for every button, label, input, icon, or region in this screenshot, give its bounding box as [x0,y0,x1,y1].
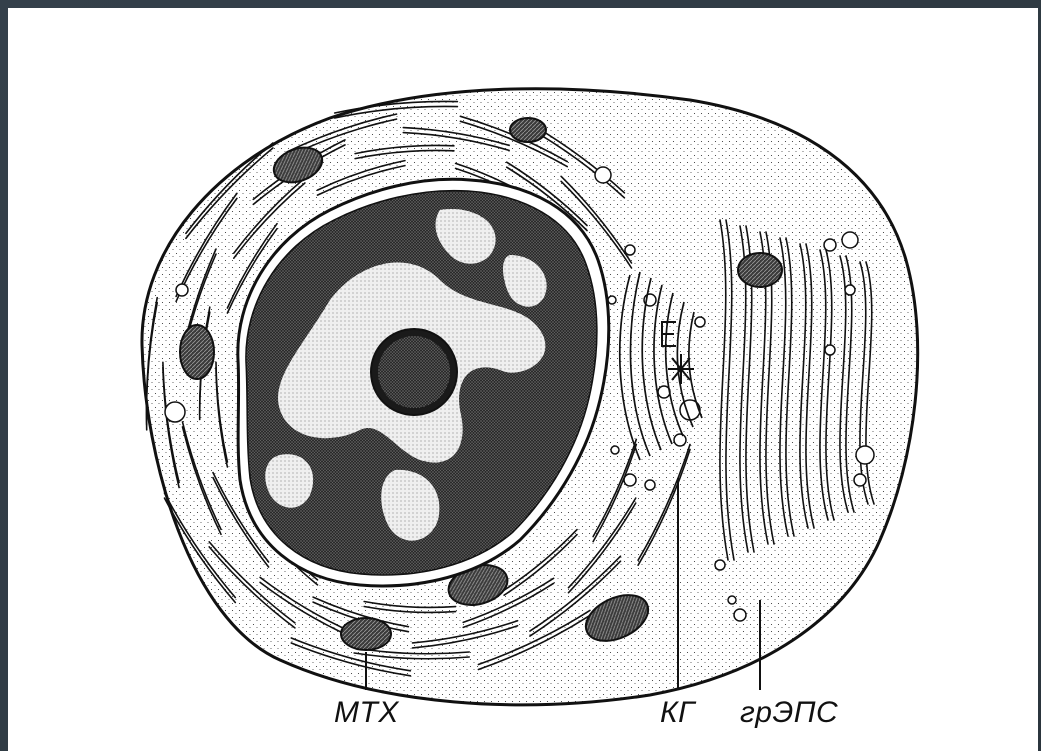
vesicle [645,480,655,490]
vesicle [728,596,736,604]
vesicle [715,560,725,570]
vesicle [625,245,635,255]
mitochondrion [738,253,782,287]
vesicle [842,232,858,248]
mitochondrion [180,325,214,379]
vesicle [695,317,705,327]
vesicle [734,609,746,621]
vesicle [165,402,185,422]
vesicle [595,167,611,183]
mitochondrion [341,618,391,650]
vesicle [854,474,866,486]
vesicle [674,434,686,446]
vesicle [608,296,616,304]
vesicle [845,285,855,295]
vesicle [624,474,636,486]
label-mitochondria: МТХ [334,696,399,730]
vesicle [611,446,619,454]
label-rough-er: грЭПС [740,696,838,730]
vesicle [856,446,874,464]
vesicle [176,284,188,296]
mitochondrion [510,118,546,142]
vesicle [825,345,835,355]
label-golgi: КГ [660,696,695,730]
centriole-star-icon [668,354,694,384]
vesicle [824,239,836,251]
